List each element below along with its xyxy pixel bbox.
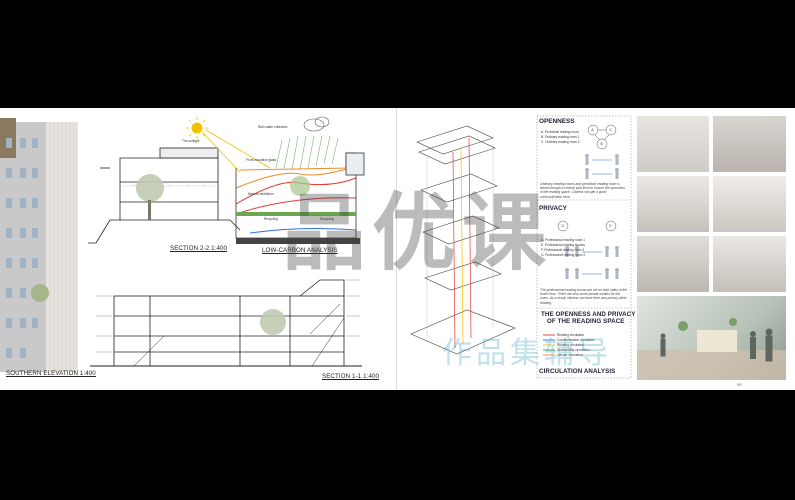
right-page: OPENNESS A. Periodical reading room B. O…	[397, 108, 795, 390]
legend-item-2: Communication circulation	[557, 338, 595, 342]
recycling-label-2: Recycling	[320, 217, 334, 221]
model-photo-2	[713, 116, 786, 172]
rain-lines	[275, 135, 339, 171]
privacy-item-d: D. Professional reading room 1	[541, 238, 585, 242]
openness-privacy-title-1: THE OPENNESS AND PRIVACY	[541, 311, 636, 318]
section-1-1-tree	[260, 309, 286, 335]
sun-icon	[191, 122, 203, 134]
model-photo-3	[637, 176, 709, 232]
model-photo-5	[637, 236, 709, 292]
privacy-node-g: G	[561, 224, 564, 228]
privacy-description: The professional reading rooms are set o…	[540, 288, 628, 305]
openness-item-c: C. Ordinary reading room 2	[541, 140, 580, 144]
openness-figures	[585, 154, 619, 179]
elevation-building	[0, 122, 46, 372]
elevation-label: SOUTHERN ELEVATION 1:400	[6, 370, 96, 377]
section-2-2-trunk	[148, 200, 151, 220]
legend-item-4: Accessibility circulation	[557, 348, 590, 352]
louvre-lines	[49, 122, 75, 372]
ground-slab	[236, 238, 360, 244]
ventilation-label: Natural ventilation	[248, 192, 274, 196]
book-spine	[396, 108, 397, 390]
sunlight-label: The sunlight	[182, 139, 200, 143]
privacy-item-e: E. Professional reading studios	[541, 243, 585, 247]
privacy-figures	[565, 246, 619, 279]
elevation-tree	[31, 284, 49, 302]
low-carbon-tree	[290, 176, 310, 196]
right-page-number: 59	[737, 382, 742, 387]
openness-node-a: A	[591, 128, 594, 132]
insulation-label: Front insulation glass	[246, 158, 277, 162]
openness-node-b: B	[600, 142, 603, 146]
low-carbon-label: LOW-CARBON ANALYSIS	[262, 247, 338, 254]
circulation-guides	[426, 144, 494, 338]
ventilation-arrows	[235, 165, 357, 234]
model-photo-1	[637, 116, 709, 172]
openness-heading: OPENNESS	[539, 118, 575, 125]
analysis-panel-frame	[536, 115, 632, 379]
circulation-vertical-yellow	[460, 147, 464, 345]
privacy-node-e: E	[609, 224, 612, 228]
low-carbon-building	[235, 152, 365, 239]
right-page-drawings	[410, 115, 632, 379]
section-2-2-drawing	[88, 147, 241, 244]
privacy-diagram	[557, 220, 617, 232]
rainwater-label: Rain water collection	[258, 125, 288, 129]
section-2-2-label: SECTION 2-2 1:400	[170, 245, 228, 252]
section-1-1-stairs	[133, 303, 345, 367]
elevation-windows	[6, 138, 38, 358]
openness-privacy-title-2: OF THE READING SPACE	[547, 318, 625, 325]
privacy-item-f: F. Professional reading room 3	[541, 248, 585, 252]
legend-item-3: Reading circulation	[557, 343, 585, 347]
interior-render-figures	[637, 318, 786, 380]
model-photo-6	[713, 236, 786, 292]
green-roof-strip	[236, 212, 356, 216]
circulation-legend-swatches	[543, 334, 555, 356]
left-page-drawings	[0, 116, 365, 372]
watermark-large: 品优课	[282, 184, 553, 282]
section-2-2-truss	[122, 181, 215, 187]
section-1-1-drawing	[113, 279, 345, 367]
section-1-1-label: SECTION 1-1 1:400	[322, 373, 380, 380]
privacy-arrows	[582, 251, 602, 275]
openness-item-b: B. Ordinary reading room 1	[541, 135, 580, 139]
openness-description: Ordinary reading rooms and periodical re…	[540, 182, 625, 199]
circulation-axonometric	[410, 125, 516, 355]
privacy-item-g: G. Professional reading room 2	[541, 253, 586, 257]
legend-item-1: Reading circulation	[557, 333, 585, 337]
legend-item-5: Leisure circulation	[557, 353, 583, 357]
section-2-2-tree	[136, 174, 164, 202]
recycling-label-1: Recycling	[264, 217, 278, 221]
model-photo-4	[713, 176, 786, 232]
watermark-small: 作品集辅导	[442, 336, 612, 371]
circulation-vertical-red	[452, 137, 472, 349]
rain-cloud-icon	[303, 116, 330, 132]
openness-arrows	[592, 159, 612, 175]
sun-rays	[186, 117, 271, 173]
openness-item-a: A. Periodical reading room	[541, 130, 579, 134]
section-1-1-level-marks	[96, 279, 360, 353]
portfolio-spread: SOUTHERN ELEVATION 1:400 SECTION 2-2 1:4…	[0, 108, 795, 390]
interior-render-photo	[637, 296, 786, 380]
openness-diagram	[587, 124, 617, 150]
openness-node-c: C	[609, 128, 612, 132]
left-page: SOUTHERN ELEVATION 1:400 SECTION 2-2 1:4…	[0, 108, 397, 390]
circulation-label: CIRCULATION ANALYSIS	[539, 368, 616, 375]
privacy-heading: PRIVACY	[539, 205, 567, 212]
